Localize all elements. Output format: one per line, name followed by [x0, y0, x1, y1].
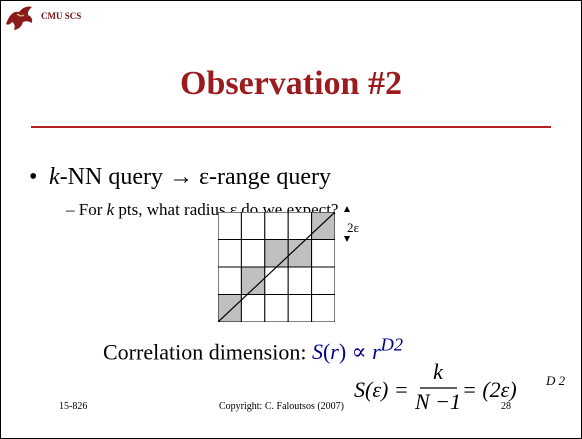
grid-diagram — [218, 212, 335, 322]
grid-cell — [311, 266, 335, 295]
eps-label: 2ε — [347, 220, 359, 235]
slide-title: Observation #2 — [180, 65, 402, 102]
formula-rhs: = (2ε) — [462, 377, 517, 402]
correlation-dimension: Correlation dimension: S(r) ∝ rD2 — [103, 335, 403, 365]
grid-cell — [218, 239, 242, 268]
grid-cell — [240, 294, 266, 322]
footer-page-number: 28 — [501, 401, 511, 412]
corr-prefix: Correlation dimension: — [103, 339, 312, 365]
corr-paren: ( — [322, 339, 331, 365]
grid-cell — [287, 266, 313, 295]
dragon-logo-icon — [6, 6, 33, 30]
k-var: k — [49, 164, 60, 190]
footer-copyright: Copyright: C. Faloutsos (2007) — [219, 401, 345, 412]
bullet-knn-text: -NN query → ε-range query — [59, 164, 331, 190]
eps-arrow-icon — [344, 206, 350, 242]
grid-cell — [311, 294, 335, 322]
grid-cell — [287, 212, 313, 240]
formula-numerator: k — [433, 359, 444, 384]
grid-cell — [218, 212, 242, 240]
grid-cell — [287, 294, 313, 322]
bullet-dot: • — [29, 164, 38, 190]
formula-exponent: D 2 — [545, 373, 566, 388]
formula-denominator: N −1 — [414, 389, 461, 414]
sub-k-var: k — [106, 200, 115, 219]
grid-cells — [218, 212, 335, 322]
grid-cell — [240, 212, 266, 240]
grid-cell — [264, 294, 289, 322]
grid-cell — [264, 212, 289, 240]
corr-r: r — [330, 339, 339, 365]
org-label: CMU SCS — [41, 11, 82, 21]
corr-exp: D2 — [380, 335, 404, 355]
sub-text-a: – For — [66, 200, 107, 219]
title-divider — [31, 126, 551, 128]
corr-s: S — [311, 339, 323, 365]
corr-prop: ) ∝ — [338, 339, 373, 365]
grid-cell-shaded — [264, 239, 289, 268]
grid-cell — [311, 239, 335, 268]
diagonal-line — [218, 212, 335, 322]
bullet-knn: • k-NN query → ε-range query — [29, 164, 331, 191]
grid-cell — [240, 239, 266, 268]
grid-cell-shaded — [218, 294, 242, 322]
grid-cell — [264, 266, 289, 295]
grid-cell-shaded — [311, 212, 335, 240]
grid-cell — [218, 266, 242, 295]
formula: S(ε) = k N −1 = (2ε) D 2 — [354, 359, 566, 414]
corr-r2: r — [372, 339, 381, 365]
formula-lhs: S(ε) = — [354, 377, 409, 402]
footer-course: 15-826 — [59, 401, 88, 412]
